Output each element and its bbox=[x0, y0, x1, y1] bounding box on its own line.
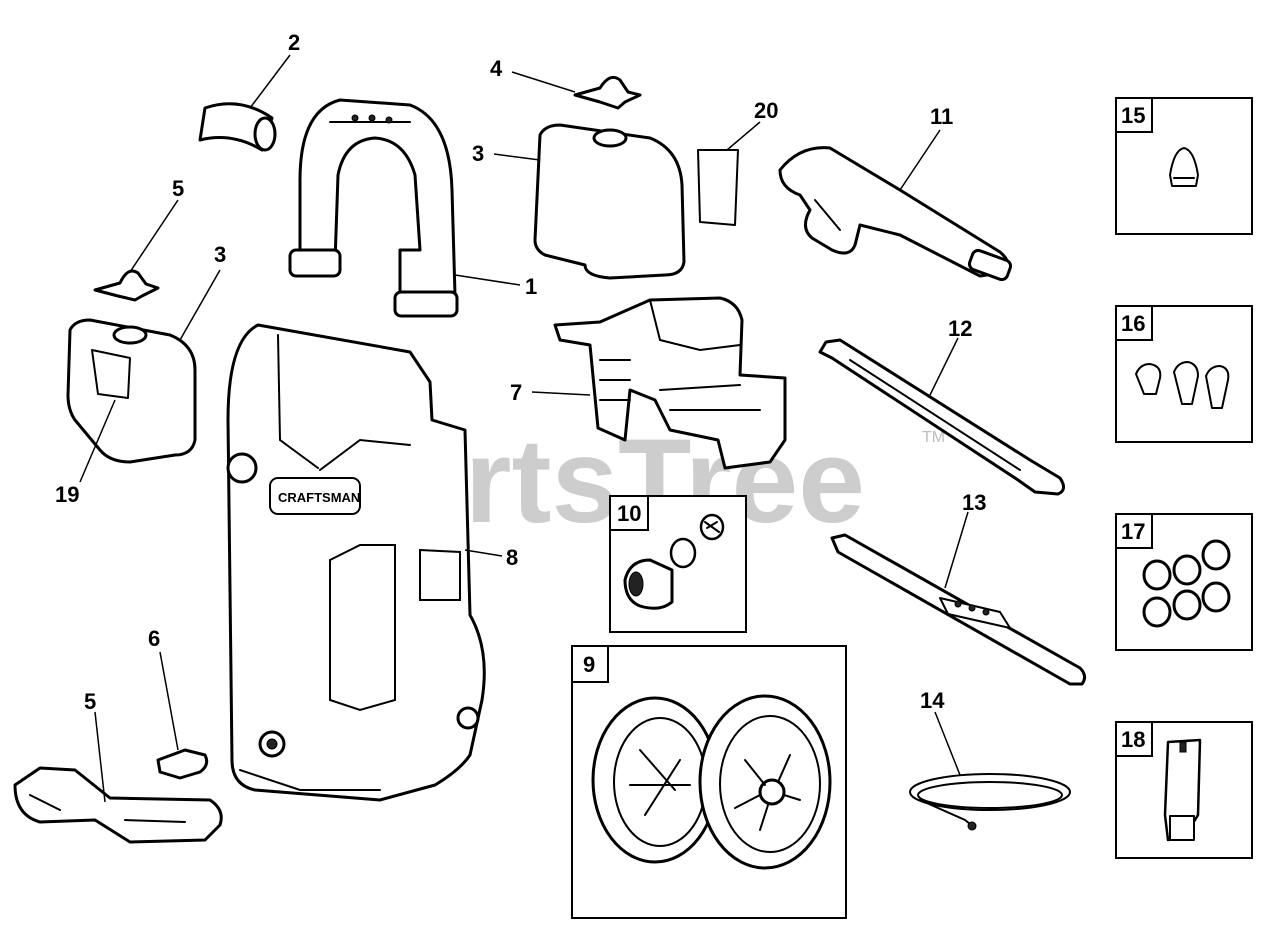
leader-4a bbox=[511, 71, 576, 93]
callout-12: 12 bbox=[948, 316, 972, 341]
leader-5 bbox=[94, 711, 106, 803]
box-9-wheels[interactable]: 9 bbox=[571, 645, 847, 919]
callout-4-top: 4 bbox=[490, 56, 503, 81]
brand-badge bbox=[269, 477, 361, 515]
part-2-sleeve[interactable] bbox=[198, 102, 277, 152]
box-17-label: 17 bbox=[1121, 519, 1145, 544]
part-14-hose[interactable] bbox=[909, 773, 1071, 831]
part-3-tank-top[interactable] bbox=[533, 123, 686, 280]
wheel-left bbox=[591, 696, 719, 864]
leader-20 bbox=[726, 121, 761, 151]
box-18-label: 18 bbox=[1121, 727, 1145, 752]
leader-6 bbox=[159, 651, 179, 751]
leader-7 bbox=[531, 391, 591, 396]
callout-5: 5 bbox=[84, 689, 96, 714]
box-18-adapter[interactable]: 18 bbox=[1115, 721, 1253, 859]
leader-1 bbox=[454, 274, 521, 286]
part-13-lance-nozzles[interactable] bbox=[830, 533, 1087, 686]
leader-8 bbox=[464, 549, 503, 557]
callout-11: 11 bbox=[930, 104, 953, 129]
part-5-base[interactable] bbox=[13, 766, 223, 844]
box-9-label: 9 bbox=[583, 652, 595, 677]
leader-12 bbox=[929, 337, 959, 396]
callout-3-left: 3 bbox=[214, 242, 226, 267]
callout-4-left: 5 bbox=[172, 176, 184, 201]
leader-14 bbox=[934, 711, 961, 776]
box-16-label: 16 bbox=[1121, 311, 1145, 336]
callout-3-top: 3 bbox=[472, 141, 484, 166]
box-10-fittings[interactable]: 10 bbox=[609, 495, 747, 633]
leader-3a bbox=[493, 153, 541, 161]
callout-20: 20 bbox=[754, 98, 778, 123]
leader-19 bbox=[79, 399, 116, 483]
callout-1: 1 bbox=[525, 274, 537, 299]
part-8-main-body[interactable]: CRAFTSMAN bbox=[226, 323, 486, 802]
leader-4b bbox=[129, 199, 179, 273]
part-11-spray-gun[interactable] bbox=[778, 146, 1013, 282]
callout-19: 19 bbox=[55, 482, 79, 507]
brand-badge-text: CRAFTSMAN bbox=[278, 490, 360, 505]
box-15-nozzle[interactable]: 15 bbox=[1115, 97, 1253, 235]
callout-13: 13 bbox=[962, 490, 986, 515]
callout-8: 8 bbox=[506, 545, 518, 570]
part-4-clip-left[interactable] bbox=[93, 269, 160, 302]
part-1-handle[interactable] bbox=[288, 98, 459, 318]
callout-14: 14 bbox=[920, 688, 945, 713]
leader-2 bbox=[249, 54, 291, 109]
leader-11 bbox=[899, 129, 941, 191]
box-17-orings[interactable]: 17 bbox=[1115, 513, 1253, 651]
part-12-lance[interactable] bbox=[818, 338, 1065, 496]
part-20-label[interactable] bbox=[697, 149, 739, 226]
box-15-label: 15 bbox=[1121, 103, 1145, 128]
leader-13 bbox=[944, 511, 969, 589]
part-19-tank-left[interactable] bbox=[66, 318, 197, 464]
watermark-trademark: TM bbox=[922, 429, 945, 446]
callout-2: 2 bbox=[288, 30, 300, 55]
part-7-motor-bracket[interactable] bbox=[553, 296, 787, 470]
part-4-clip-top[interactable] bbox=[573, 75, 642, 110]
callout-6: 6 bbox=[148, 626, 160, 651]
part-6-plug[interactable] bbox=[156, 748, 209, 780]
callout-7: 7 bbox=[510, 380, 522, 405]
leader-3b bbox=[179, 269, 221, 341]
box-16-nozzles[interactable]: 16 bbox=[1115, 305, 1253, 443]
box-10-label: 10 bbox=[617, 501, 641, 526]
